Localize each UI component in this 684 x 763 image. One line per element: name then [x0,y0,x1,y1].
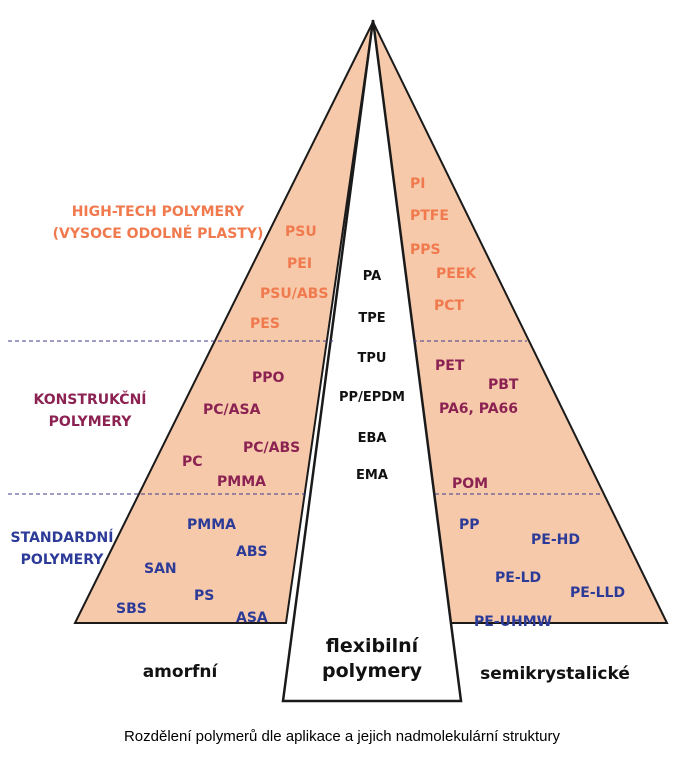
polymer-label: PTFE [410,208,449,224]
polymer-label: PES [250,316,280,332]
polymer-label: PMMA [217,474,266,490]
category-high-tech-line1: HIGH-TECH POLYMERY [72,204,245,220]
category-standardni-line2: POLYMERY [21,552,105,568]
polymer-label: ABS [236,544,268,560]
polymer-label: PC/ABS [243,440,300,456]
polymer-label: PE-LD [495,570,541,586]
amorphous-triangle [73,21,374,624]
flexible-polymer-label: PP/EPDM [339,390,405,405]
polymer-label: PET [435,358,465,374]
polymer-label: POM [452,476,488,492]
base-label-semicrystalline: semikrystalické [480,664,630,684]
polymer-label: SAN [144,561,177,577]
polymer-label: PSU [285,224,317,240]
base-label-amorphous: amorfní [143,662,219,682]
figure-caption: Rozdělení polymerů dle aplikace a jejich… [124,728,561,745]
polymer-label: PPO [252,370,285,386]
polymer-label: PE-UHMW [474,614,552,630]
flexible-polymer-label: EBA [358,431,387,446]
polymer-label: PCT [434,298,465,314]
category-konstrukcni-line1: KONSTRUKČNÍ [33,390,146,408]
category-standardni-line1: STANDARDNÍ [11,529,114,546]
category-high-tech-line2: (VYSOCE ODOLNÉ PLASTY) [53,225,264,242]
polymer-label: PP [459,517,480,533]
polymer-label: PC/ASA [203,402,261,418]
polymer-label: PE-HD [531,532,580,548]
category-konstrukcni-line2: POLYMERY [49,414,133,430]
polymer-label: SBS [116,601,147,617]
polymer-label: PBT [488,377,519,393]
flexible-polymer-label: TPE [358,311,385,326]
polymer-label: PI [410,176,425,192]
polymer-label: PPS [410,242,441,258]
flexible-polymer-label: TPU [358,351,387,366]
polymer-label: PSU/ABS [260,286,328,302]
flexible-group-label-line1: flexibilní [326,635,420,657]
flexible-polymer-label: PA [363,269,381,284]
polymer-label: ASA [236,610,268,626]
polymer-label: PMMA [187,517,236,533]
polymer-label: PA6, PA66 [439,401,518,417]
polymer-label: PC [182,454,203,470]
polymer-label: PE-LLD [570,585,625,601]
polymer-label: PEEK [436,266,477,282]
flexible-polymer-label: EMA [356,468,388,483]
polymer-label: PS [194,588,214,604]
polymer-label: PEI [287,256,312,272]
flexible-wedge [281,19,463,703]
flexible-group-label-line2: polymery [322,660,423,682]
